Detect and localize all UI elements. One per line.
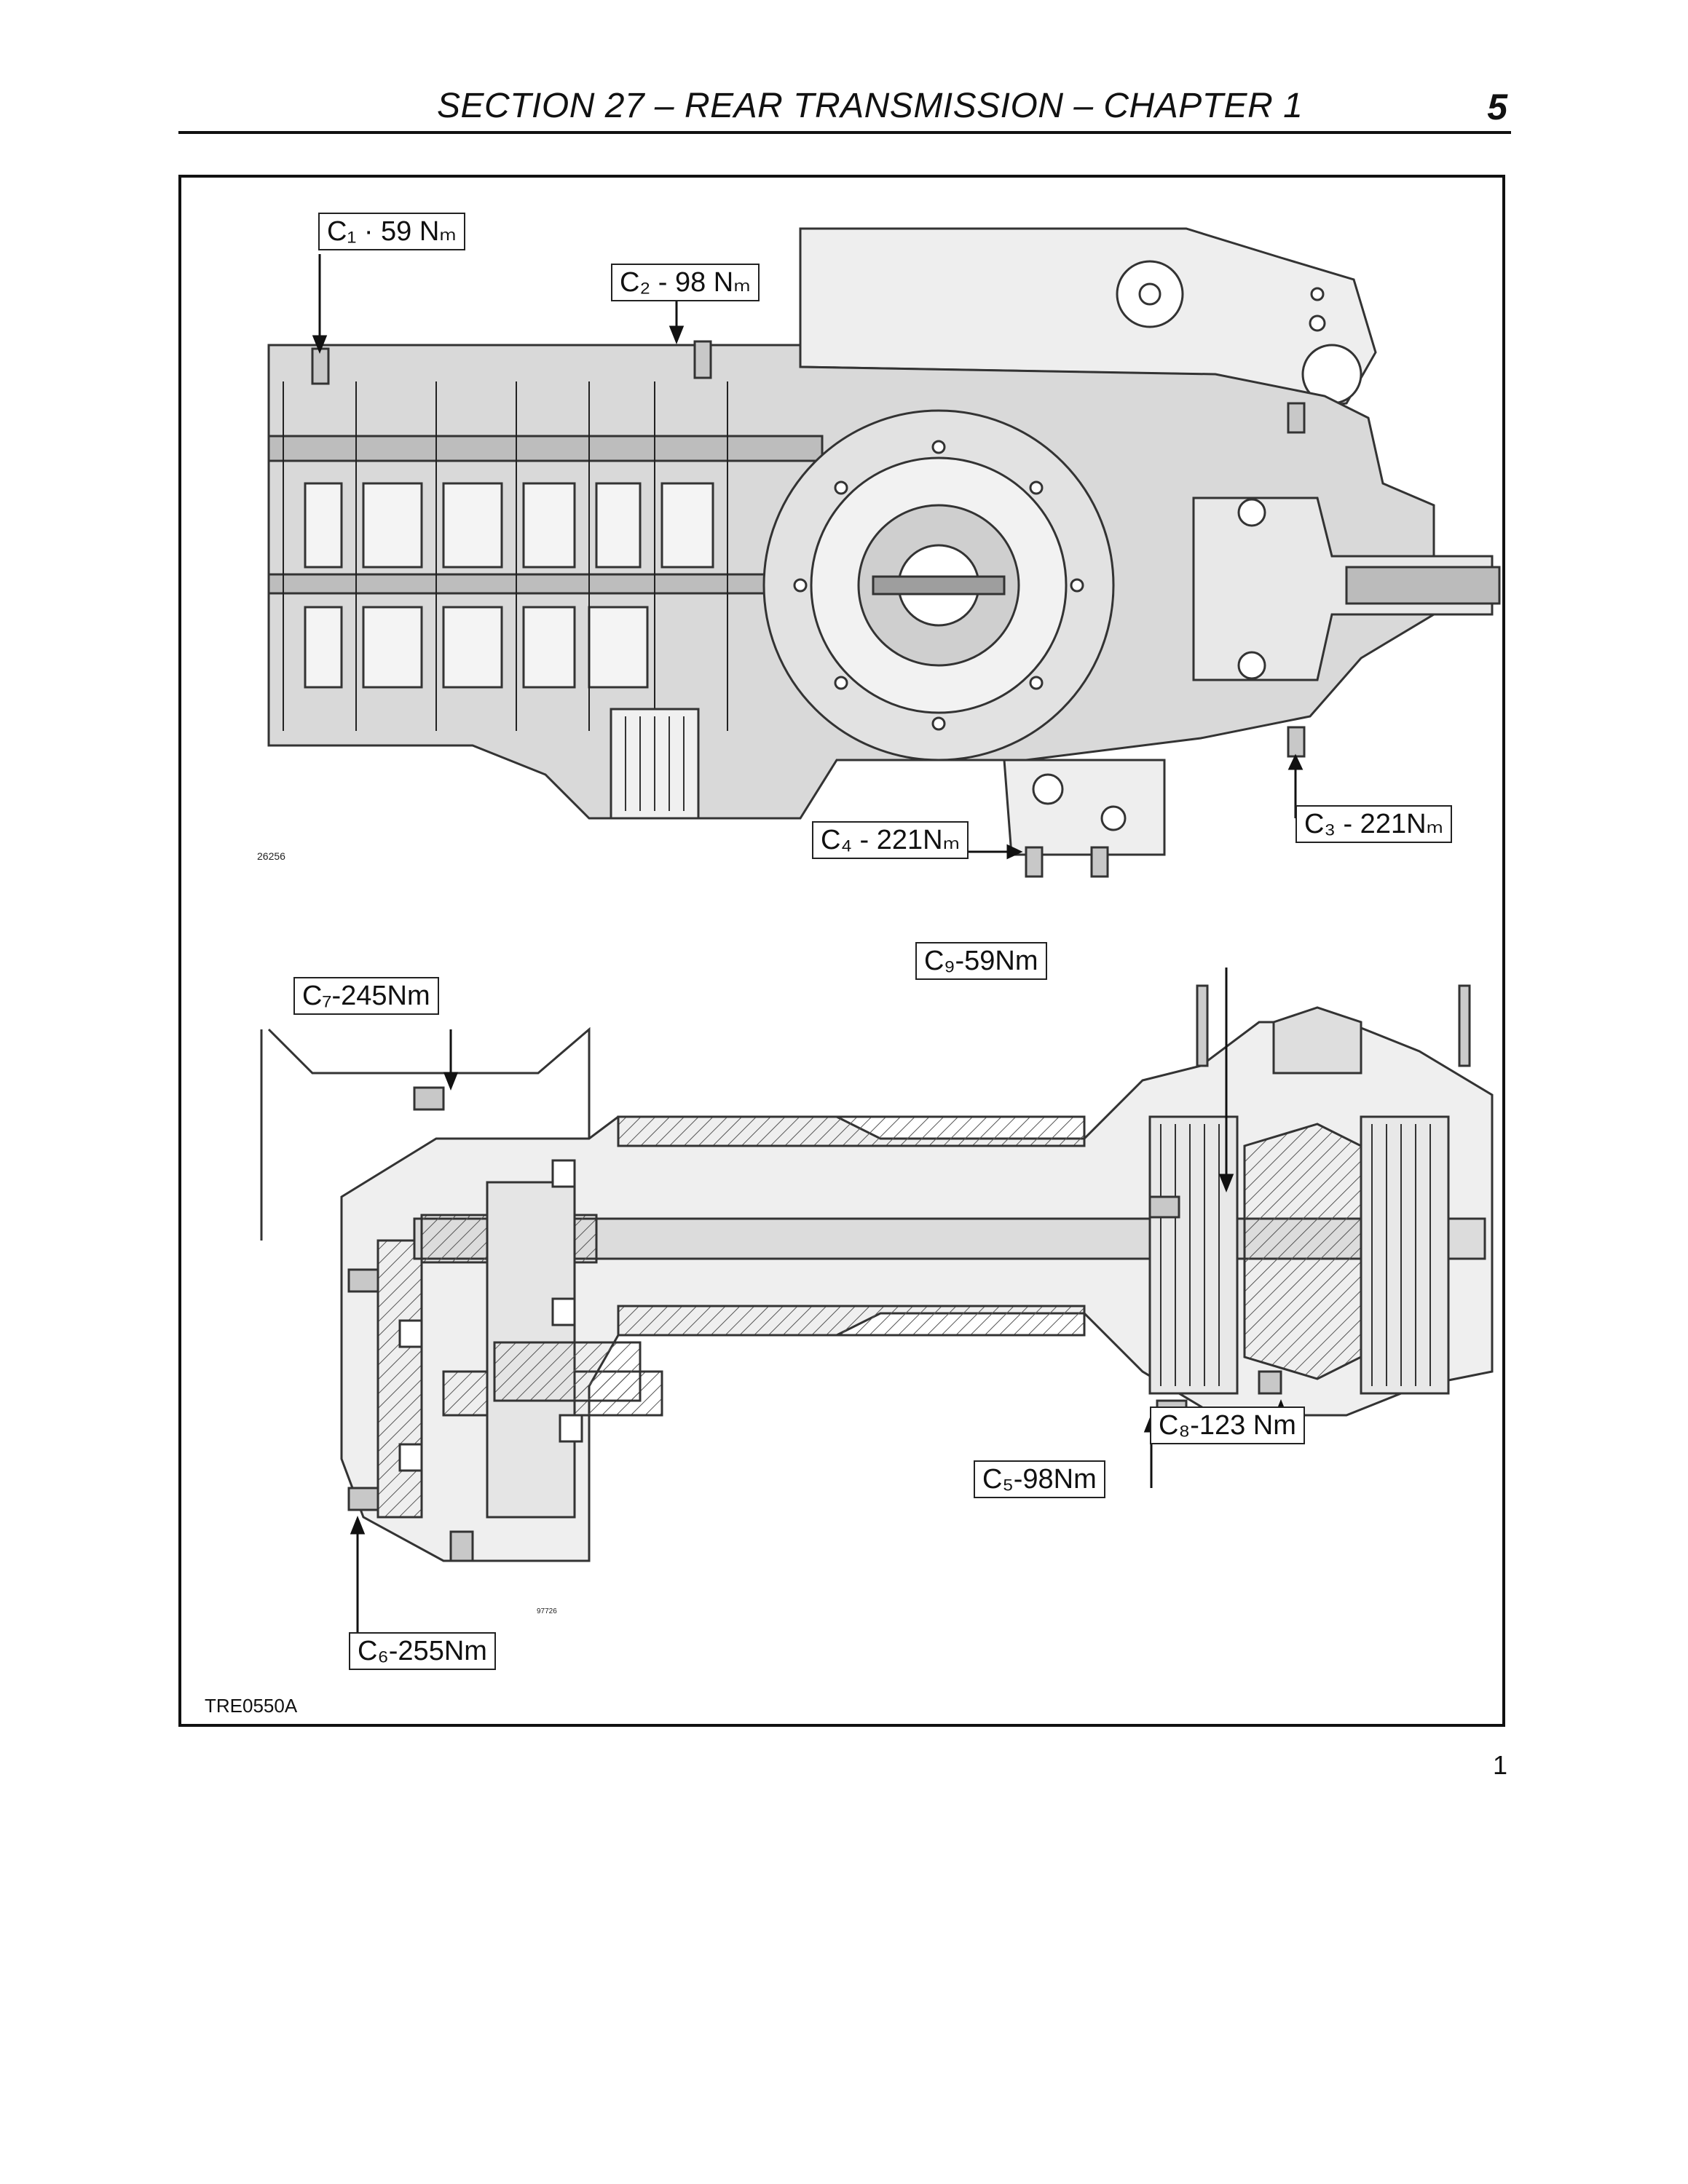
page-header-title: SECTION 27 – REAR TRANSMISSION – CHAPTER…	[437, 87, 1304, 125]
callout-c4: C₄ - 221Nₘ	[812, 821, 969, 859]
top-drawing-code: 26256	[257, 850, 285, 862]
callout-c6: C₆-255Nm	[349, 1632, 496, 1670]
figure-caption-number: 1	[1492, 1750, 1507, 1780]
top-transmission-section	[267, 227, 1501, 878]
bottom-leader-lines	[350, 968, 1289, 1641]
callout-c7: C₇-245Nm	[293, 977, 439, 1015]
callout-c5: C₅-98Nm	[974, 1460, 1105, 1498]
bottom-axle-section	[260, 984, 1494, 1562]
header-rule	[178, 131, 1511, 134]
callout-c8: C₈-123 Nm	[1150, 1406, 1305, 1444]
bottom-drawing-code: 97726	[537, 1607, 557, 1615]
top-leader-lines	[312, 254, 1304, 860]
page-number: 5	[1487, 87, 1507, 127]
callout-c2: C₂ - 98 Nₘ	[611, 264, 760, 301]
callout-c3: C₃ - 221Nₘ	[1295, 805, 1453, 843]
figure-reference: TRE0550A	[205, 1695, 298, 1717]
callout-c1: C₁ · 59 Nₘ	[318, 213, 465, 250]
figure-frame: C₁ · 59 Nₘ C₂ - 98 Nₘ C₃ - 221Nₘ C₄ - 22…	[178, 175, 1505, 1727]
transmission-drawing	[260, 227, 1501, 1641]
callout-c9: C₉-59Nm	[915, 942, 1047, 980]
